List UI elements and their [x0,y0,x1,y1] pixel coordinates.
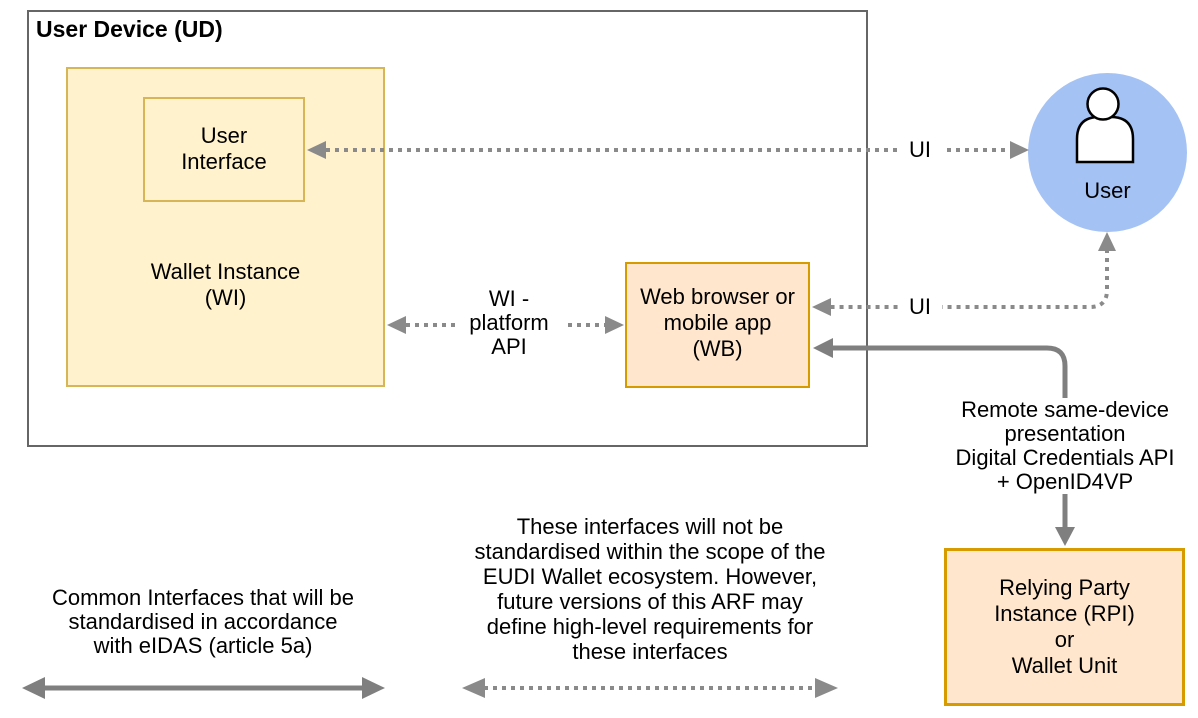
user-interface-label: User Interface [143,123,305,175]
arrowhead-up-icon [1098,232,1116,251]
arrowhead-left-icon [462,678,485,698]
wi-platform-api-line: platform [469,310,549,335]
ui-bottom-label: UI [898,294,942,320]
arrowhead-right-icon [362,677,385,699]
user-device-box [27,10,868,447]
web-browser-line: (WB) [692,336,743,361]
remote-presentation-line: + OpenID4VP [996,469,1134,494]
web-browser-label: Web browser or mobile app (WB) [625,284,810,362]
wallet-instance-line: (WI) [204,285,247,310]
remote-presentation-label: Remote same-device presentation Digital … [935,398,1195,494]
web-browser-line: mobile app [663,310,772,335]
not-standardised-note-line: define high-level requirements for [486,614,814,639]
web-browser-line: Web browser or [640,284,795,309]
ui-bottom-arrow-line [831,249,1109,309]
relying-party-label: Relying Party Instance (RPI) or Wallet U… [944,575,1185,679]
remote-presentation-line: Remote same-device [961,397,1169,422]
arrowhead-left-icon [22,677,45,699]
not-standardised-note-line: future versions of this ARF may [497,589,803,614]
user-interface-line: Interface [181,149,267,174]
relying-party-line: or [1054,627,1075,652]
ui-top-label: UI [898,137,942,163]
user-label: User [1084,178,1131,203]
common-interfaces-note-line: Common Interfaces that will be [51,585,355,610]
person-body [1075,115,1135,164]
relying-party-line: Instance (RPI) [994,601,1135,626]
wallet-instance-line: Wallet Instance [150,259,301,284]
wi-platform-api-line: API [491,334,527,359]
remote-presentation-line: presentation [1004,421,1126,446]
not-standardised-note-line: These interfaces will not be [516,514,784,539]
remote-presentation-line: Digital Credentials API [955,445,1175,470]
common-interfaces-note-line: with eIDAS (article 5a) [93,633,313,658]
wi-platform-api-label: WI - platform API [455,287,563,359]
wallet-instance-label: Wallet Instance (WI) [66,259,385,311]
web-browser-box [625,262,810,388]
wi-platform-api-line: WI - [488,286,530,311]
arrowhead-right-icon [1010,141,1029,159]
relying-party-line: Relying Party [999,575,1130,600]
user-device-title: User Device (UD) [36,16,223,42]
user-interface-box [143,97,305,202]
relying-party-box [944,548,1185,706]
common-interfaces-note-line: standardised in accordance [68,609,338,634]
arrowhead-right-icon [815,678,838,698]
not-standardised-note: These interfaces will not be standardise… [452,514,848,664]
not-standardised-note-line: standardised within the scope of the [474,539,826,564]
not-standardised-note-line: EUDI Wallet ecosystem. However, [482,564,818,589]
person-icon [1075,87,1135,164]
arrowhead-down-icon [1055,527,1075,546]
not-standardised-note-line: these interfaces [572,639,728,664]
common-interfaces-note: Common Interfaces that will be standardi… [25,586,381,658]
person-head [1086,87,1120,121]
user-interface-line: User [200,123,248,148]
relying-party-line: Wallet Unit [1011,653,1118,678]
